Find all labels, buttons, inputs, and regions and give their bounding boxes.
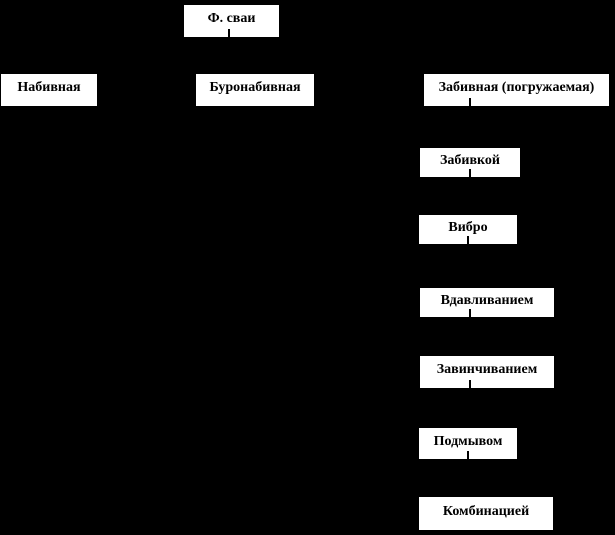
node-vdavlivaniem-label: Вдавливанием xyxy=(440,292,534,308)
node-buronabivnaya-label: Буронабивная xyxy=(209,80,301,95)
node-zabivnaya: Забивная (погружаемая) xyxy=(423,73,610,107)
node-zavinchivaniem-label: Завинчиванием xyxy=(436,362,538,377)
node-vdavlivaniem: Вдавливанием xyxy=(419,287,555,318)
connector-stub xyxy=(469,309,471,318)
node-piles-root: Ф. сваи xyxy=(183,4,280,38)
node-nabivnaya: Набивная xyxy=(0,73,98,107)
connector-stub xyxy=(228,29,230,38)
node-zavinchivaniem: Завинчиванием xyxy=(419,355,555,389)
node-podmyvom: Подмывом xyxy=(418,427,518,460)
node-vibro-label: Вибро xyxy=(448,219,488,235)
node-podmyvom-label: Подмывом xyxy=(433,433,503,449)
connector-stub xyxy=(467,236,469,245)
connector-stub xyxy=(469,169,471,178)
node-kombinaciey-label: Комбинацией xyxy=(442,503,530,519)
connector-stub xyxy=(467,451,469,460)
node-piles-root-label: Ф. сваи xyxy=(207,11,256,26)
node-buronabivnaya: Буронабивная xyxy=(195,73,315,107)
node-zabivnaya-label: Забивная (погружаемая) xyxy=(438,80,595,95)
node-nabivnaya-label: Набивная xyxy=(17,80,81,95)
node-zabivkoy: Забивкой xyxy=(419,147,521,178)
node-kombinaciey: Комбинацией xyxy=(418,496,554,531)
connector-stub xyxy=(469,98,471,107)
node-zabivkoy-label: Забивкой xyxy=(440,152,500,168)
connector-stub xyxy=(469,380,471,389)
node-vibro: Вибро xyxy=(418,214,518,245)
